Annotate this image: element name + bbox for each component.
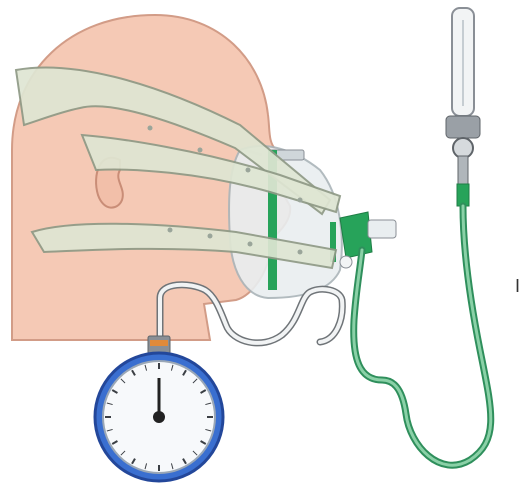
side-mark: I	[515, 276, 520, 296]
oxygen-supply-tube	[354, 206, 491, 465]
flowmeter-icon	[446, 8, 480, 206]
pressure-gauge-icon	[95, 336, 223, 481]
